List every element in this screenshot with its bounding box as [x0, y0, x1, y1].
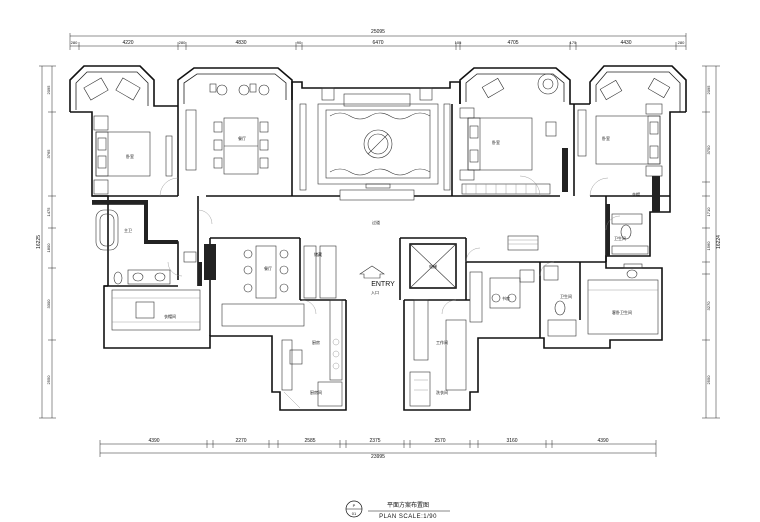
left-dim-1: 2095 — [46, 85, 51, 95]
bedroom-mid-furniture — [459, 73, 559, 195]
bedroom-right-furniture — [577, 77, 671, 177]
left-dim-3: 1475 — [46, 207, 51, 217]
study-furniture — [469, 235, 539, 323]
top-dim-4: 4705 — [507, 40, 518, 46]
left-dim-5: 3300 — [46, 299, 51, 309]
room-label-study: 书房 — [502, 295, 510, 301]
room-label-storage: 储藏 — [314, 251, 322, 257]
elevator-core — [409, 243, 467, 407]
exterior-walls — [69, 65, 687, 411]
room-labels: 卧室 餐厅 卧室 卧室 主卫 衣帽间 餐厅 过道 厨房 厨房间 工作间 书房 卫… — [124, 135, 640, 395]
bathroom-left-fixtures — [95, 209, 201, 331]
toilet-right-fixtures — [543, 265, 577, 337]
top-dim-small-6: 280 — [678, 40, 685, 45]
room-label-cloak: 衣帽 — [632, 191, 640, 197]
bedroom-left-furniture — [83, 77, 173, 195]
bottom-total-dimension: 23995 — [371, 454, 385, 460]
entry-marker: ENTRY 入口 — [359, 265, 395, 295]
drawing-title-cn: 平面方案布置图 — [387, 501, 429, 509]
right-dim-2: 3750 — [706, 145, 711, 155]
bottom-dimension-chain: 4390 2270 2585 2375 2570 3160 4390 23995 — [99, 438, 657, 460]
entry-sub-label: 入口 — [371, 290, 379, 295]
right-dim-3: 1710 — [706, 207, 711, 217]
left-total-dimension: 16225 — [36, 235, 42, 249]
door-swings — [159, 175, 621, 315]
left-dim-6: 2550 — [46, 375, 51, 385]
drawing-title-en: PLAN SCALE:1/90 — [379, 514, 437, 520]
hatched-walls — [92, 148, 660, 286]
top-dim-small-1: 280 — [71, 40, 78, 45]
room-label-kitchen-room: 厨房间 — [310, 389, 322, 395]
top-dim-small-5: 175 — [570, 40, 577, 45]
guest-bath-fixtures — [587, 213, 659, 335]
left-dimension-chain: 2095 3765 1475 1800 3300 2550 16225 — [36, 65, 56, 419]
top-dim-small-3: 90 — [297, 40, 302, 45]
top-dimension-chain: 25095 4220 4830 6470 4705 4430 280 280 9… — [69, 29, 687, 50]
bottom-dim-3: 2585 — [304, 438, 315, 444]
room-label-wc-right: 卫生间 — [614, 235, 626, 241]
room-label-dining: 餐厅 — [238, 135, 246, 141]
room-label-kitchen: 厨房 — [312, 339, 320, 345]
plan-symbol-letter: P — [353, 503, 356, 508]
room-label-walk-in: 衣帽间 — [164, 313, 176, 319]
top-dim-2: 4830 — [235, 40, 246, 46]
room-label-bath-left: 主卫 — [124, 227, 132, 233]
bottom-dim-1: 4390 — [148, 438, 159, 444]
bottom-dim-6: 3160 — [506, 438, 517, 444]
living-furniture — [299, 87, 451, 201]
right-dim-5: 3270 — [706, 301, 711, 311]
room-label-toilet: 卫生间 — [560, 293, 572, 299]
top-total-dimension: 25095 — [371, 29, 385, 35]
room-label-service: 工作间 — [436, 339, 448, 345]
right-dimension-chain: 2095 3750 1710 1560 3270 2550 16224 — [702, 65, 722, 419]
right-total-dimension: 16224 — [716, 235, 722, 249]
room-label-laundry: 洗衣间 — [436, 389, 448, 395]
bottom-dim-7: 4390 — [597, 438, 608, 444]
bottom-dim-5: 2570 — [434, 438, 445, 444]
room-label-master-bed-left: 卧室 — [126, 153, 134, 159]
top-dim-3: 6470 — [372, 40, 383, 46]
left-dim-4: 1800 — [46, 243, 51, 253]
right-dim-1: 2095 — [706, 85, 711, 95]
top-dim-1: 4220 — [122, 40, 133, 46]
top-dim-small-2: 280 — [179, 40, 186, 45]
room-label-bedroom-mid: 卧室 — [492, 139, 500, 145]
bottom-dim-4: 2375 — [369, 438, 380, 444]
left-dim-2: 3765 — [46, 149, 51, 159]
top-dim-5: 4430 — [620, 40, 631, 46]
plan-symbol-number: 01 — [352, 511, 357, 516]
room-label-dining-2: 餐厅 — [264, 265, 272, 271]
dining-2-furniture — [221, 245, 305, 327]
right-dim-6: 2550 — [706, 375, 711, 385]
entry-label: ENTRY — [371, 281, 395, 288]
kitchen-fixtures — [281, 245, 343, 409]
interior-walls — [92, 100, 670, 338]
bottom-dim-2: 2270 — [235, 438, 246, 444]
room-label-elevator: 电梯 — [429, 263, 437, 269]
top-dim-small-4: 105 — [455, 40, 462, 45]
dining-furniture — [185, 83, 270, 175]
title-block: P 01 平面方案布置图 PLAN SCALE:1/90 — [345, 500, 450, 520]
room-label-guest: 客卧卫生间 — [612, 309, 632, 315]
room-label-corridor: 过道 — [372, 219, 380, 225]
room-label-bedroom-right: 卧室 — [602, 135, 610, 141]
right-dim-4: 1560 — [706, 241, 711, 251]
